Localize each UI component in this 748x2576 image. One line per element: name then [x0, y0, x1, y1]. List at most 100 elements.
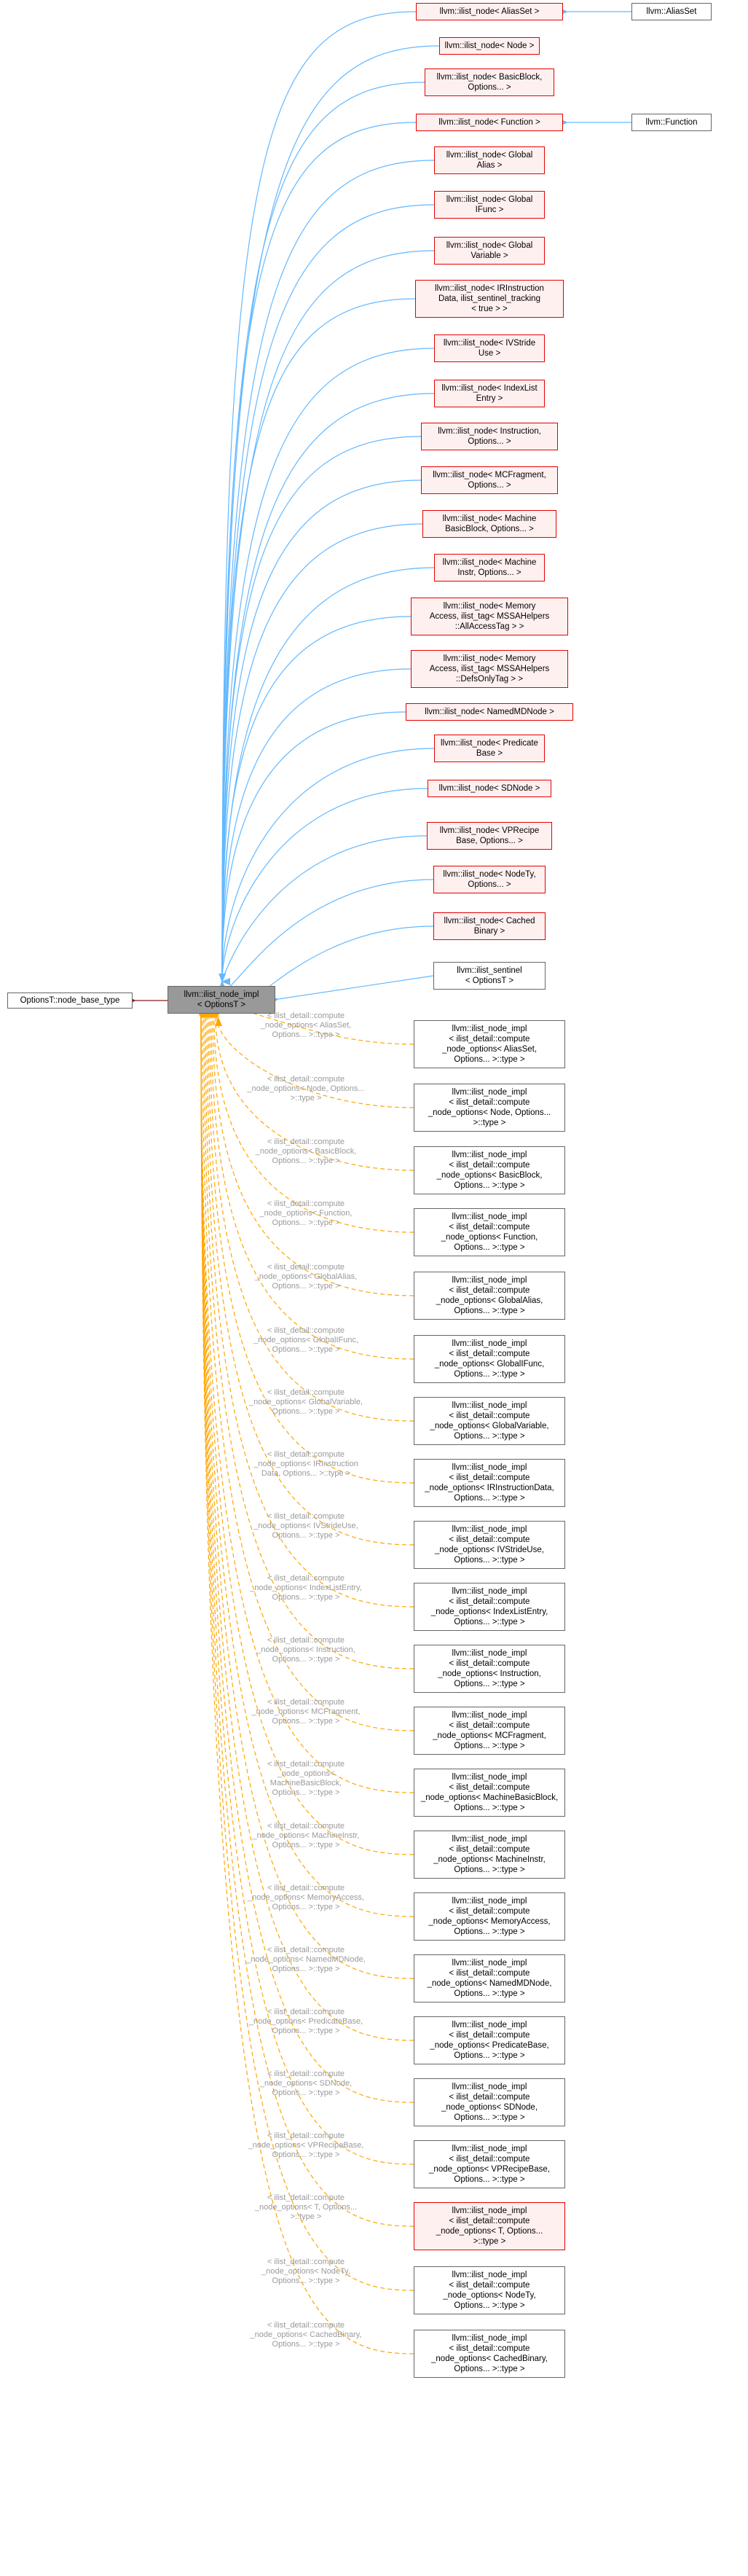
parent-node[interactable]: llvm::ilist_node< BasicBlock, Options...…: [425, 68, 554, 96]
template-instance-node-label: llvm::ilist_node_impl < ilist_detail::co…: [428, 1897, 551, 1936]
template-edge-label: < ilist_detail::compute _node_options< G…: [254, 1263, 358, 1291]
center-node[interactable]: llvm::ilist_node_impl < OptionsT >: [168, 986, 275, 1014]
parent-node[interactable]: llvm::ilist_node< VPRecipe Base, Options…: [427, 822, 552, 850]
template-instance-node[interactable]: llvm::ilist_node_impl < ilist_detail::co…: [414, 1645, 565, 1693]
parent-node[interactable]: llvm::ilist_node< Memory Access, ilist_t…: [411, 598, 568, 635]
base-node-label: OptionsT::node_base_type: [20, 996, 120, 1005]
parent-node[interactable]: llvm::ilist_node< IRInstruction Data, il…: [415, 280, 564, 318]
parent-node-label: llvm::ilist_sentinel < OptionsT >: [457, 966, 522, 985]
parent-node-label: llvm::ilist_node< IndexList Entry >: [441, 384, 538, 403]
template-edge-label: < ilist_detail::compute _node_options< G…: [253, 1326, 359, 1354]
parent-node[interactable]: llvm::ilist_node< SDNode >: [428, 780, 551, 797]
center-node-label: llvm::ilist_node_impl < OptionsT >: [184, 990, 259, 1009]
template-edge-label: < ilist_detail::compute _node_options< T…: [254, 2193, 358, 2221]
parent-node-label: llvm::ilist_node< IVStride Use >: [443, 339, 536, 358]
template-instance-node[interactable]: llvm::ilist_node_impl < ilist_detail::co…: [414, 1769, 565, 1817]
template-edge: [202, 1009, 414, 1546]
template-edge: [197, 1009, 414, 1979]
template-edge-label: < ilist_detail::compute _node_options< C…: [250, 2321, 362, 2349]
template-edge: [197, 1009, 414, 2354]
parent-node[interactable]: llvm::ilist_node< Machine Instr, Options…: [434, 554, 545, 582]
template-instance-node[interactable]: llvm::ilist_node_impl < ilist_detail::co…: [414, 1707, 565, 1755]
template-instance-node[interactable]: llvm::ilist_node_impl < ilist_detail::co…: [414, 1335, 565, 1383]
parent-node[interactable]: llvm::ilist_node< Function >: [416, 114, 563, 131]
template-instance-node[interactable]: llvm::ilist_node_impl < ilist_detail::co…: [414, 1146, 565, 1194]
template-instance-node-label: llvm::ilist_node_impl < ilist_detail::co…: [430, 2021, 549, 2060]
template-instance-node[interactable]: llvm::ilist_node_impl < ilist_detail::co…: [414, 2202, 565, 2250]
template-edge: [213, 1009, 414, 1108]
template-instance-node[interactable]: llvm::ilist_node_impl < ilist_detail::co…: [414, 1020, 565, 1068]
template-edge: [214, 1008, 414, 1045]
parent-node-label: llvm::ilist_node< SDNode >: [438, 784, 540, 793]
parent-node-label: llvm::ilist_node< Machine Instr, Options…: [442, 558, 537, 577]
parent-node[interactable]: llvm::ilist_node< Cached Binary >: [433, 912, 546, 940]
template-edge: [197, 1009, 414, 1793]
template-instance-node-label: llvm::ilist_node_impl < ilist_detail::co…: [441, 1025, 538, 1064]
template-edge-label: < ilist_detail::compute _node_options< I…: [250, 1574, 362, 1602]
template-edge: [197, 1009, 414, 2227]
parent-node[interactable]: llvm::ilist_sentinel < OptionsT >: [433, 962, 546, 990]
template-instance-node[interactable]: llvm::ilist_node_impl < ilist_detail::co…: [414, 2016, 565, 2064]
template-edge-label: < ilist_detail::compute _node_options< M…: [267, 1760, 345, 1797]
template-instance-node-label: llvm::ilist_node_impl < ilist_detail::co…: [430, 1587, 548, 1626]
template-instance-node[interactable]: llvm::ilist_node_impl < ilist_detail::co…: [414, 2266, 565, 2314]
template-instance-node[interactable]: llvm::ilist_node_impl < ilist_detail::co…: [414, 1208, 565, 1256]
template-edge-label: < ilist_detail::compute _node_options< A…: [260, 1011, 352, 1039]
template-instance-node-label: llvm::ilist_node_impl < ilist_detail::co…: [441, 1213, 538, 1252]
template-instance-node[interactable]: llvm::ilist_node_impl < ilist_detail::co…: [414, 1583, 565, 1631]
parent-node[interactable]: llvm::ilist_node< Node >: [439, 37, 540, 55]
template-instance-node[interactable]: llvm::ilist_node_impl < ilist_detail::co…: [414, 2078, 565, 2126]
parent-node[interactable]: llvm::ilist_node< IndexList Entry >: [434, 380, 545, 407]
derived-class-node[interactable]: llvm::AliasSet: [631, 3, 712, 20]
template-instance-node[interactable]: llvm::ilist_node_impl < ilist_detail::co…: [414, 1521, 565, 1569]
template-edge: [207, 1009, 414, 1360]
template-edge: [208, 1009, 414, 1296]
template-edge: [197, 1009, 414, 2103]
template-instance-node[interactable]: llvm::ilist_node_impl < ilist_detail::co…: [414, 1892, 565, 1941]
parent-node[interactable]: llvm::ilist_node< AliasSet >: [416, 3, 563, 20]
template-edge-label: < ilist_detail::compute _node_options< M…: [251, 1698, 361, 1726]
template-edge-label: < ilist_detail::compute _node_options< P…: [248, 2008, 363, 2035]
inherit-edge: [219, 11, 417, 990]
base-node[interactable]: OptionsT::node_base_type: [7, 993, 133, 1009]
parent-node[interactable]: llvm::ilist_node< Predicate Base >: [434, 735, 545, 762]
parent-node[interactable]: llvm::ilist_node< Memory Access, ilist_t…: [411, 650, 568, 688]
inherit-edge: [219, 668, 412, 990]
template-edge-label: < ilist_detail::compute _node_options< G…: [248, 1388, 363, 1416]
template-instance-node[interactable]: llvm::ilist_node_impl < ilist_detail::co…: [414, 1084, 565, 1132]
inherit-edge: [219, 879, 434, 990]
template-edge: [197, 1009, 414, 2041]
derived-class-node[interactable]: llvm::Function: [631, 114, 712, 131]
template-instance-node-label: llvm::ilist_node_impl < ilist_detail::co…: [425, 1463, 554, 1503]
parent-node[interactable]: llvm::ilist_node< Instruction, Options..…: [421, 423, 558, 450]
parent-node[interactable]: llvm::ilist_node< IVStride Use >: [434, 334, 545, 362]
parent-node[interactable]: llvm::ilist_node< Global Alias >: [434, 146, 545, 174]
template-instance-node[interactable]: llvm::ilist_node_impl < ilist_detail::co…: [414, 2140, 565, 2188]
template-instance-node-label: llvm::ilist_node_impl < ilist_detail::co…: [436, 1151, 543, 1190]
template-instance-node-label: llvm::ilist_node_impl < ilist_detail::co…: [438, 1649, 541, 1688]
parent-node[interactable]: llvm::ilist_node< MCFragment, Options...…: [421, 466, 558, 494]
template-instance-node[interactable]: llvm::ilist_node_impl < ilist_detail::co…: [414, 1397, 565, 1445]
parent-node-label: llvm::ilist_node< Cached Binary >: [444, 917, 535, 936]
parent-node[interactable]: llvm::ilist_node< Global IFunc >: [434, 191, 545, 219]
parent-node[interactable]: llvm::ilist_node< NamedMDNode >: [406, 703, 573, 721]
template-instance-node-label: llvm::ilist_node_impl < ilist_detail::co…: [428, 1088, 551, 1127]
parent-node[interactable]: llvm::ilist_node< Global Variable >: [434, 237, 545, 265]
template-edge-label: < ilist_detail::compute _node_options< F…: [259, 1199, 353, 1227]
template-edge: [200, 1009, 414, 1669]
parent-node[interactable]: llvm::ilist_node< Machine BasicBlock, Op…: [422, 510, 556, 538]
parent-node-label: llvm::ilist_node< Memory Access, ilist_t…: [429, 654, 550, 684]
template-edge-label: < ilist_detail::compute _node_options< B…: [255, 1138, 357, 1165]
parent-node[interactable]: llvm::ilist_node< NodeTy, Options... >: [433, 866, 546, 893]
template-instance-node[interactable]: llvm::ilist_node_impl < ilist_detail::co…: [414, 1954, 565, 2003]
parent-node-label: llvm::ilist_node< Machine BasicBlock, Op…: [442, 514, 537, 533]
template-instance-node[interactable]: llvm::ilist_node_impl < ilist_detail::co…: [414, 1272, 565, 1320]
template-instance-node[interactable]: llvm::ilist_node_impl < ilist_detail::co…: [414, 1831, 565, 1879]
parent-node-label: llvm::ilist_node< BasicBlock, Options...…: [436, 73, 543, 92]
template-edge-label: < ilist_detail::compute _node_options< V…: [248, 2131, 364, 2159]
template-edge-label: < ilist_detail::compute _node_options< I…: [256, 1636, 355, 1664]
template-instance-node[interactable]: llvm::ilist_node_impl < ilist_detail::co…: [414, 1459, 565, 1507]
template-edge: [211, 1009, 414, 1171]
template-instance-node-label: llvm::ilist_node_impl < ilist_detail::co…: [427, 1959, 552, 1998]
template-instance-node[interactable]: llvm::ilist_node_impl < ilist_detail::co…: [414, 2330, 565, 2378]
